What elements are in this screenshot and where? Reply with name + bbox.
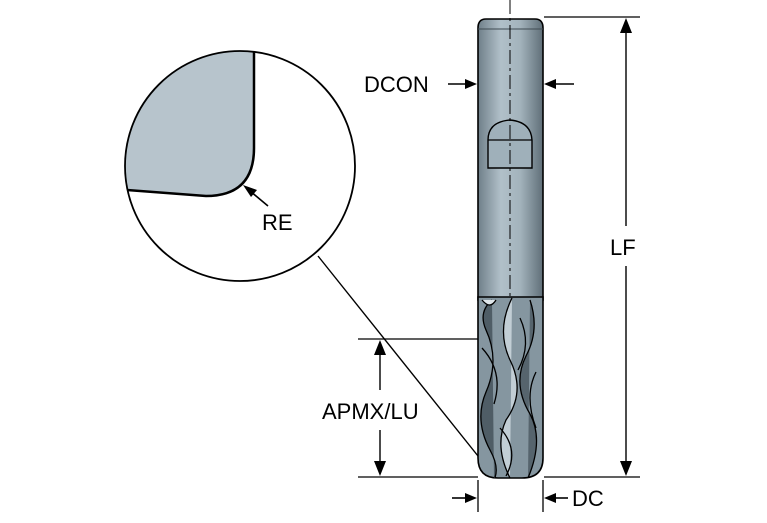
lf-dimension: LF [544, 16, 640, 478]
dc-label: DC [572, 486, 604, 511]
lf-arrow-bottom-head [620, 461, 632, 476]
detail-tool-profile [125, 51, 256, 198]
re-arrow-head [243, 185, 257, 197]
dc-dimension: DC [452, 480, 604, 512]
dc-arrow-right-head [544, 493, 556, 503]
corner-radius-detail: RE [124, 50, 356, 282]
re-label: RE [262, 210, 293, 235]
end-mill-tool [477, 0, 544, 479]
detail-leader-line [317, 255, 495, 477]
dcon-label: DCON [364, 72, 429, 97]
dcon-dimension: DCON [364, 72, 574, 97]
apmx-lu-dimension: APMX/LU [322, 338, 478, 478]
dcon-arrow-left-head [465, 79, 477, 89]
lf-arrow-top-head [620, 18, 632, 33]
dcon-arrow-right-head [544, 79, 556, 89]
apmx-lu-label: APMX/LU [322, 399, 419, 424]
tool-flutes [477, 296, 544, 479]
dc-arrow-left-head [465, 493, 477, 503]
apmx-arrow-top-head [374, 340, 386, 355]
apmx-arrow-bottom-head [374, 461, 386, 476]
lf-label: LF [610, 235, 636, 260]
detail-circle [124, 50, 356, 282]
